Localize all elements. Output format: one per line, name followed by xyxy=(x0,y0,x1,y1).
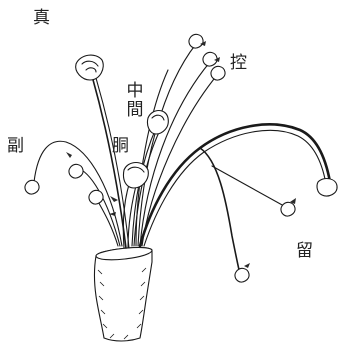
label-soe: 副 xyxy=(7,138,24,155)
label-hikae: 控 xyxy=(230,55,247,72)
label-nakama: 中間 xyxy=(126,82,144,120)
vase xyxy=(95,248,153,341)
soe-stem xyxy=(25,141,122,246)
label-tome: 留 xyxy=(296,243,313,260)
label-shin: 真 xyxy=(33,10,50,27)
label-dou: 胴 xyxy=(112,138,129,155)
